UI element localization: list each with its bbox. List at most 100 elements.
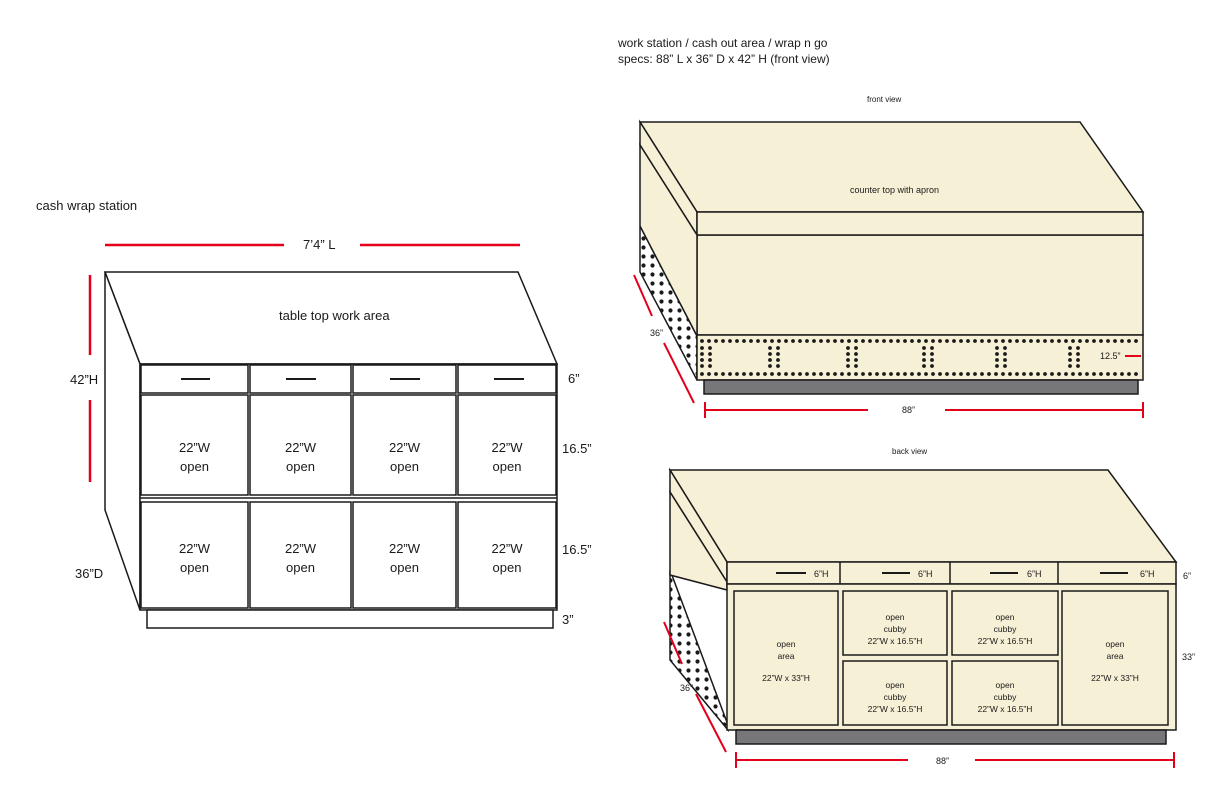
decor-dot	[1001, 372, 1005, 376]
back-view-title: back view	[892, 447, 928, 456]
decor-dot	[1029, 372, 1033, 376]
decor-dot	[846, 358, 850, 362]
decor-dot	[1057, 339, 1061, 343]
decor-dot	[728, 339, 732, 343]
left-row1-height-label: 16.5”	[562, 441, 592, 456]
decor-dot	[1120, 372, 1124, 376]
decor-dot	[924, 372, 928, 376]
decor-dot	[1071, 372, 1075, 376]
decor-dot	[882, 339, 886, 343]
decor-dot	[847, 372, 851, 376]
decor-dot	[910, 372, 914, 376]
back-body-height-label: 33”	[1182, 652, 1196, 662]
decor-dot	[861, 372, 865, 376]
decor-dot	[945, 339, 949, 343]
decor-dot	[882, 372, 886, 376]
decor-dot	[791, 339, 795, 343]
decor-dot	[1064, 372, 1068, 376]
decor-dot	[826, 339, 830, 343]
decor-dot	[777, 339, 781, 343]
decor-dot	[1003, 346, 1007, 350]
decor-dot	[1003, 358, 1007, 362]
decor-dot	[1029, 339, 1033, 343]
decor-dot	[973, 339, 977, 343]
decor-dot	[1085, 339, 1089, 343]
decor-dot	[1085, 372, 1089, 376]
decor-dot	[910, 339, 914, 343]
decor-dot	[1015, 372, 1019, 376]
decor-dot	[980, 372, 984, 376]
decor-dot	[1068, 358, 1072, 362]
decor-dot	[714, 339, 718, 343]
decor-dot	[840, 372, 844, 376]
decor-dot	[922, 346, 926, 350]
decor-dot	[952, 339, 956, 343]
decor-dot	[763, 372, 767, 376]
decor-dot	[846, 346, 850, 350]
decor-dot	[922, 364, 926, 368]
left-drawer-height-label: 6”	[568, 371, 580, 386]
decor-dot	[847, 339, 851, 343]
back-base	[735, 729, 1167, 745]
left-depth-label: 36”D	[75, 566, 104, 581]
decor-dot	[1043, 339, 1047, 343]
front-top-label: counter top with apron	[850, 185, 940, 195]
decor-dot	[966, 372, 970, 376]
decor-dot	[700, 339, 704, 343]
decor-dot	[1068, 352, 1072, 356]
decor-dot	[1068, 364, 1072, 368]
decor-dot	[1022, 372, 1026, 376]
decor-dot	[756, 339, 760, 343]
decor-dot	[798, 339, 802, 343]
decor-dot	[812, 372, 816, 376]
decor-dot	[1113, 372, 1117, 376]
decor-dot	[966, 339, 970, 343]
decor-dot	[819, 372, 823, 376]
decor-dot	[952, 372, 956, 376]
decor-dot	[930, 352, 934, 356]
left-top-label: table top work area	[279, 308, 390, 323]
decor-dot	[1106, 372, 1110, 376]
left-row2-height-label: 16.5”	[562, 542, 592, 557]
decor-dot	[889, 372, 893, 376]
decor-dot	[1113, 339, 1117, 343]
decor-dot	[1120, 339, 1124, 343]
decor-dot	[742, 339, 746, 343]
decor-dot	[1076, 346, 1080, 350]
decor-dot	[1068, 346, 1072, 350]
decor-dot	[708, 346, 712, 350]
front-detail-label: 12.5”	[1100, 351, 1121, 361]
decor-dot	[784, 372, 788, 376]
decor-dot	[833, 339, 837, 343]
decor-dot	[784, 339, 788, 343]
front-depth-label: 36”	[650, 328, 664, 338]
back-length-label: 88”	[936, 756, 950, 766]
decor-dot	[868, 372, 872, 376]
front-counter-top	[638, 121, 1145, 213]
decor-dot	[768, 364, 772, 368]
back-view-cabinet	[663, 467, 1178, 768]
decor-dot	[763, 339, 767, 343]
decor-dot	[1134, 339, 1138, 343]
decor-dot	[1127, 372, 1131, 376]
decor-dot	[995, 364, 999, 368]
decor-dot	[1099, 372, 1103, 376]
decor-dot	[854, 364, 858, 368]
decor-dot	[1134, 372, 1138, 376]
decor-dot	[708, 352, 712, 356]
left-base-height-label: 3”	[562, 612, 574, 627]
decor-dot	[917, 372, 921, 376]
decor-dot	[1003, 364, 1007, 368]
decor-dot	[995, 346, 999, 350]
